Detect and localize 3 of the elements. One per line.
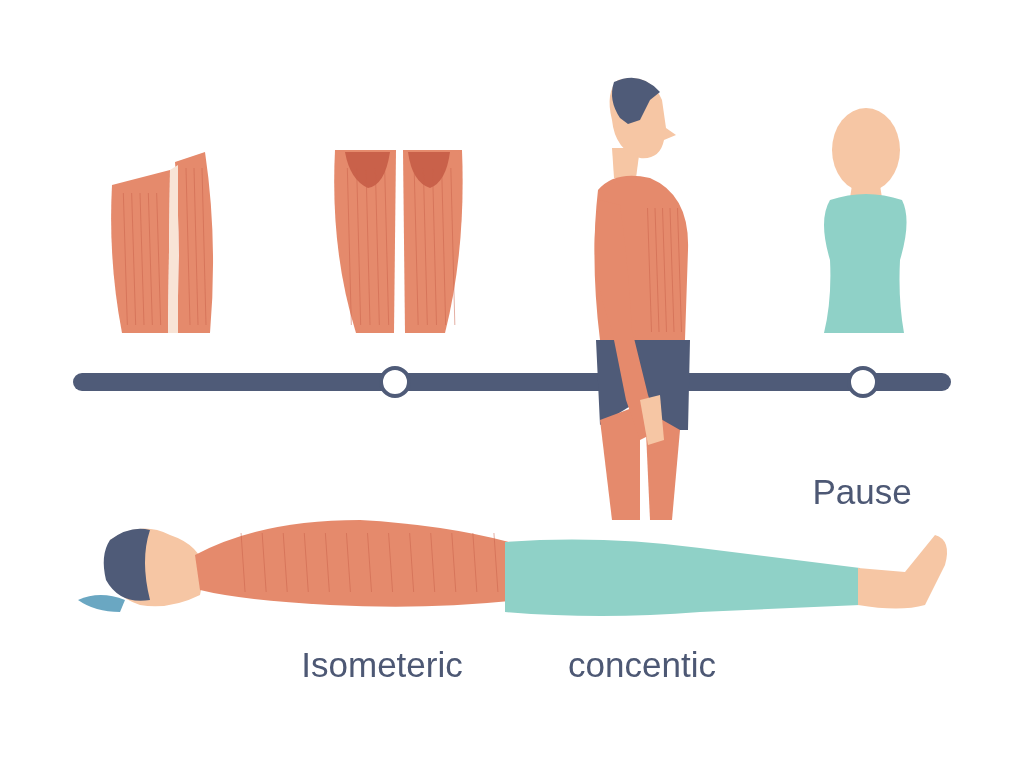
label-text: Isometeric — [301, 645, 463, 685]
label-text: Pause — [812, 472, 912, 512]
label-text: concentic — [568, 645, 716, 685]
